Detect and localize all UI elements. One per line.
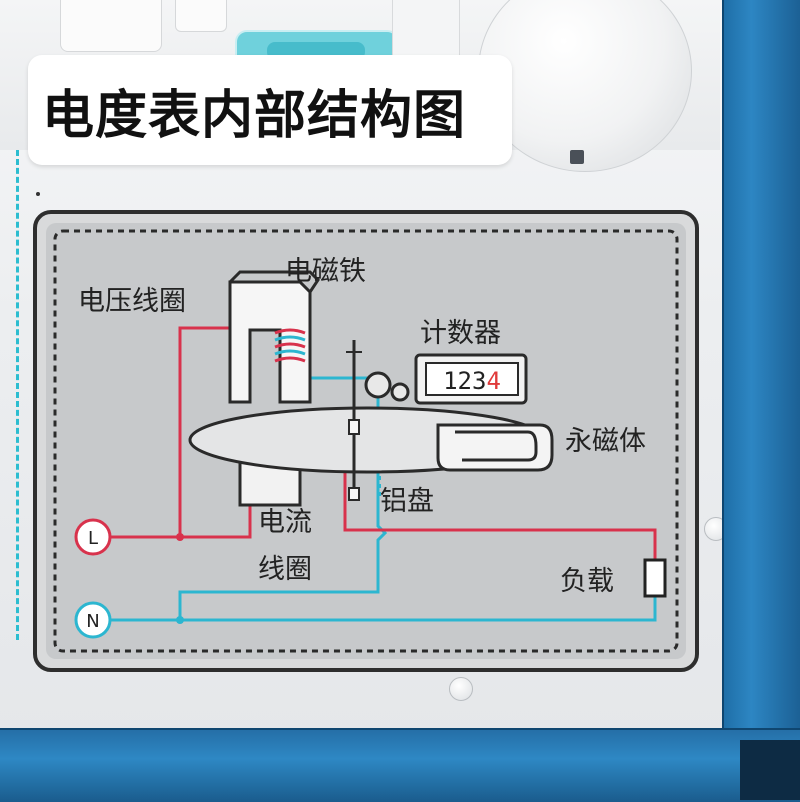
junction-dot — [176, 616, 184, 624]
counter-digit-last: 4 — [486, 367, 500, 395]
counter-digits: 1234 — [443, 367, 501, 395]
counter-digits-main: 123 — [443, 367, 486, 395]
load-label: 负载 — [560, 566, 614, 597]
spindle-hub — [349, 420, 359, 434]
junction-dot — [176, 533, 184, 541]
counter-label: 计数器 — [420, 318, 501, 349]
panel-pin — [449, 677, 473, 701]
blue-frame-bottom — [0, 728, 800, 802]
blue-frame-right — [722, 0, 800, 800]
electromagnet-label: 电磁铁 — [285, 256, 366, 287]
permanent-magnet-label: 永磁体 — [565, 426, 646, 457]
voltage-coil-label: 电压线圈 — [78, 286, 186, 317]
page-title: 电度表内部结构图 — [42, 73, 466, 148]
current-coil-label-line1: 电流 — [258, 507, 312, 538]
gear-icon — [392, 384, 408, 400]
current-coil-label-line2: 线圈 — [258, 554, 312, 585]
gear-icon — [366, 373, 390, 397]
title-card: 电度表内部结构图 — [28, 55, 512, 165]
spindle-bottom — [349, 488, 359, 500]
terminal-neutral-label: N — [86, 611, 99, 632]
terminal-live-label: L — [88, 528, 98, 549]
load-resistor — [645, 560, 665, 596]
aluminum-disc-label: 铝盘 — [380, 486, 434, 517]
frame-corner — [740, 740, 800, 800]
